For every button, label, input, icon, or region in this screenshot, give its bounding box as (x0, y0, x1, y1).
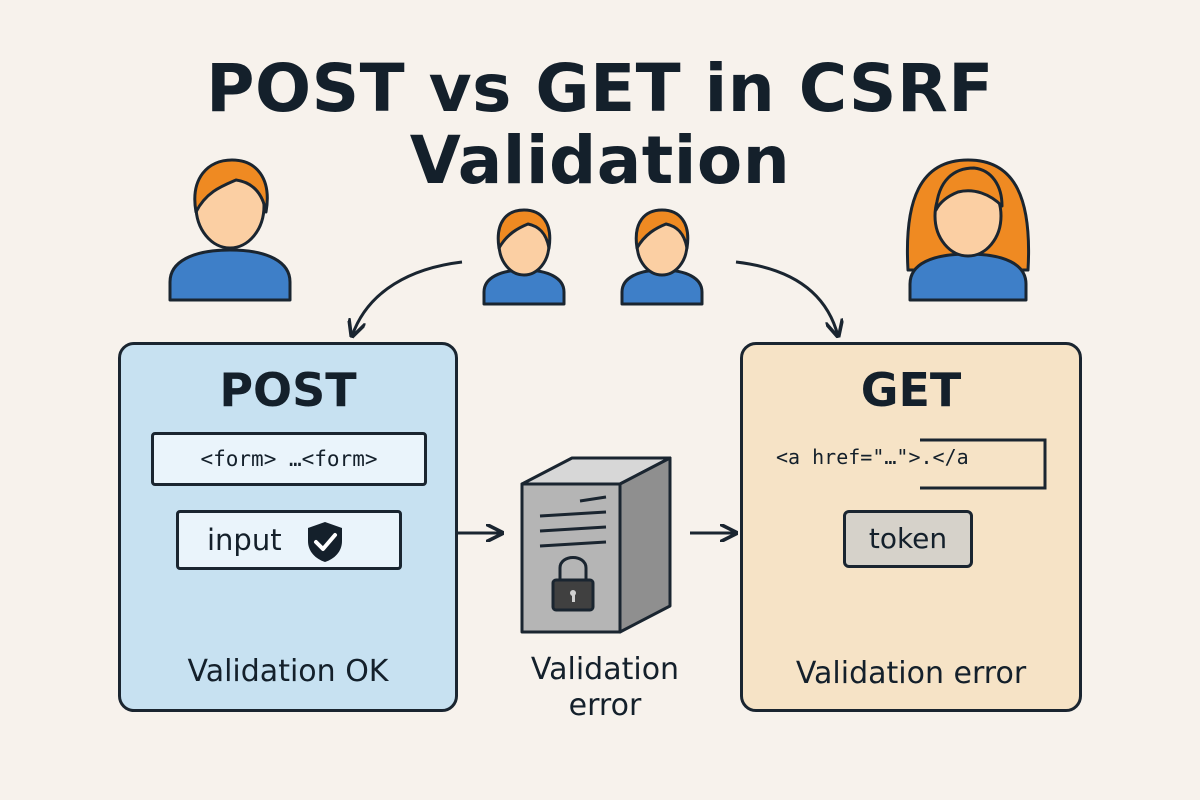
post-form-code: <form> …<form> (151, 432, 427, 486)
token-label: token (868, 522, 948, 555)
get-panel: GET <a href="…">.</a token Validation er… (740, 342, 1082, 712)
post-input-label: input (207, 522, 282, 557)
post-heading: POST (219, 363, 357, 417)
post-input-field: input (176, 510, 402, 570)
get-result-text: Validation error (795, 656, 1027, 691)
user-icon-right (905, 158, 1031, 302)
arrow-users-to-get (735, 260, 838, 336)
post-panel: POST <form> …<form> input Validation OK (118, 342, 458, 712)
user-icon-left (168, 158, 292, 302)
server-caption-line-2: error (568, 688, 642, 723)
server-caption: Validation error (498, 652, 712, 724)
title-line-1: POST vs GET in CSRF (206, 50, 994, 127)
title-line-2: Validation (409, 122, 791, 199)
user-icon-center-left (482, 208, 566, 306)
post-result-text: Validation OK (187, 654, 389, 689)
shield-check-icon (308, 522, 342, 562)
get-code-frame (920, 438, 1047, 490)
token-box: token (843, 510, 973, 568)
server-icon (520, 456, 672, 634)
arrow-users-to-post (352, 260, 463, 336)
get-link-code: <a href="…">.</a (776, 445, 969, 469)
get-heading: GET (860, 363, 962, 417)
server-caption-line-1: Validation (530, 652, 680, 687)
user-icon-center-right (620, 208, 704, 306)
padlock-icon (551, 556, 595, 612)
